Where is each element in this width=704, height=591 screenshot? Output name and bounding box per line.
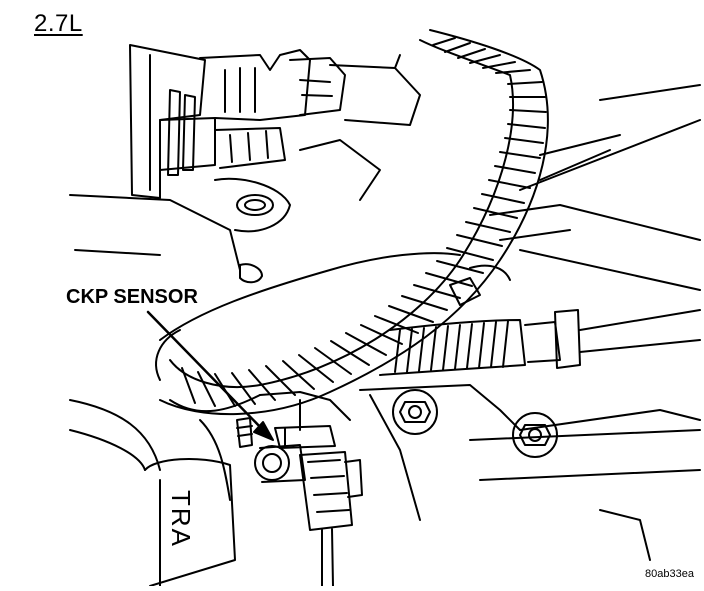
stud-left xyxy=(236,417,253,448)
ckp-sensor xyxy=(254,425,336,483)
callout-leader xyxy=(146,310,274,441)
bolt-left xyxy=(392,389,438,435)
bolt-right xyxy=(512,412,558,458)
ckp-connector xyxy=(299,451,363,587)
engine-size-label: 2.7L xyxy=(34,10,83,37)
transmission-housing: TRA xyxy=(69,399,236,587)
corrugated-hose xyxy=(159,29,549,416)
top-connector xyxy=(289,54,421,126)
upper-bracket xyxy=(129,44,311,199)
background-structure xyxy=(69,84,701,561)
wire-harness xyxy=(379,309,701,376)
figure-reference-code: 80ab33ea xyxy=(645,568,694,580)
casting-text: TRA xyxy=(166,490,196,548)
lower-hose xyxy=(155,252,461,413)
ckp-sensor-label: CKP SENSOR xyxy=(66,286,198,308)
